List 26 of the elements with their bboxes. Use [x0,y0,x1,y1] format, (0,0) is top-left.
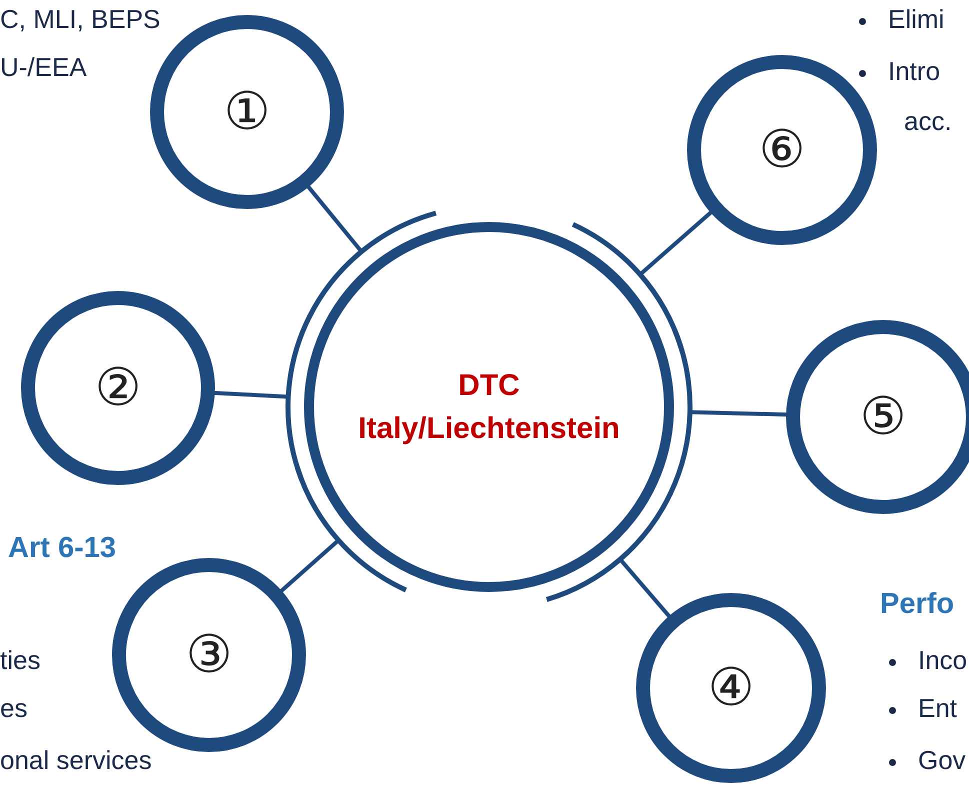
text-fragment: Elimi [888,4,944,35]
circled-number: ⑤ [860,391,906,443]
text-fragment: C, MLI, BEPS [0,4,160,35]
connector-line [638,210,714,276]
connector-line [278,538,340,594]
connector-line [212,390,288,399]
connector-line [690,410,788,417]
circled-number: ⑥ [758,124,806,176]
circled-number: ③ [186,629,232,681]
text-fragment: Inco [918,645,968,676]
text-fragment: Intro [888,56,940,87]
text-fragment: Ent [918,693,958,724]
circled-number: ④ [708,662,754,714]
circled-number: ① [224,86,270,138]
text-fragment: acc. [904,106,952,137]
circled-number: ② [94,362,142,414]
text-fragment: Gov [918,745,966,776]
connector-line [618,558,672,619]
section-heading: Perfo [880,588,954,621]
section-heading: Art 6-13 [8,532,116,565]
connector-line [306,184,364,253]
text-fragment: onal services [0,745,152,776]
text-fragment: ties [0,645,40,676]
text-fragment: U-/EEA [0,52,87,83]
circle-title: DTC Italy/Liechtenstein [357,368,621,447]
text-fragment: es [0,693,28,724]
